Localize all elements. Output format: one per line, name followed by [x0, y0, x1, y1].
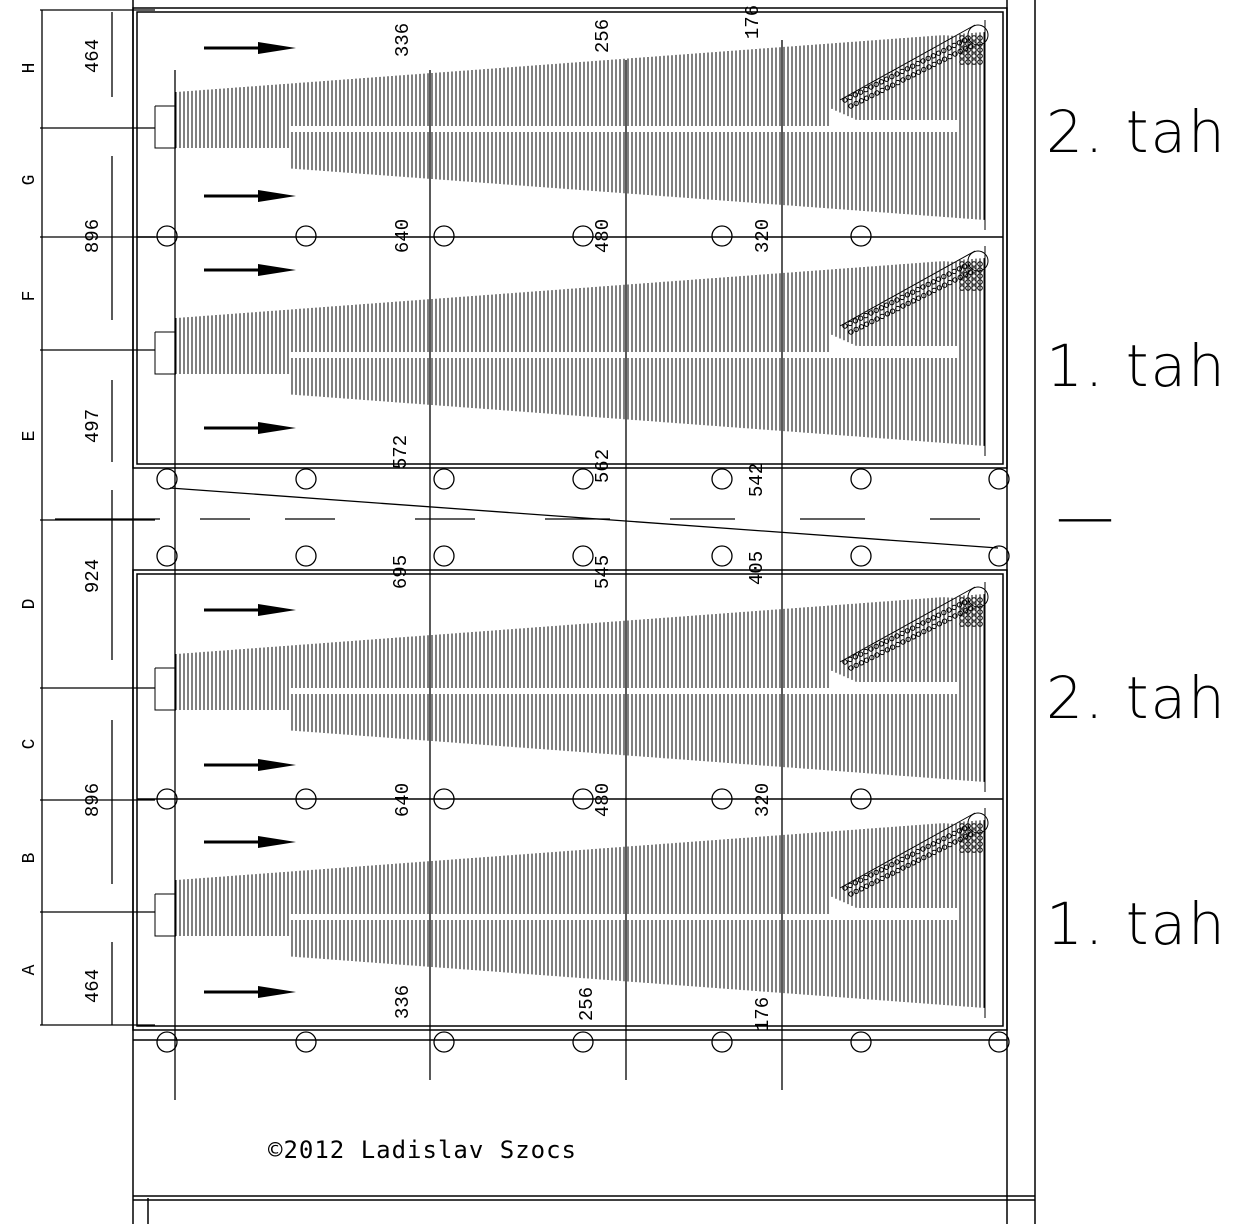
- section-label-b: B: [20, 852, 40, 863]
- support-circle: [433, 788, 455, 810]
- flow-arrow-head: [258, 604, 296, 616]
- flow-arrow-head: [258, 42, 296, 54]
- support-circle: [711, 468, 733, 490]
- dim-bottom-row-3: 176: [752, 997, 774, 1031]
- support-circle: [433, 468, 455, 490]
- support-circle: [433, 1031, 455, 1053]
- pass-label-4: 1. tah: [1046, 890, 1227, 958]
- dim-top-row-2: 256: [592, 19, 614, 53]
- dim-left-lower-pitch: 896: [82, 783, 104, 817]
- tube-bundle-f-e: [154, 246, 989, 456]
- flow-arrow-head: [258, 759, 296, 771]
- dim-left-lower-gap: 924: [82, 559, 104, 593]
- support-circle: [572, 225, 594, 247]
- dim-lower-between-3: 320: [752, 783, 774, 817]
- support-circle: [433, 545, 455, 567]
- dim-upper-center-2: 562: [592, 449, 614, 483]
- support-circle: [572, 545, 594, 567]
- support-circle: [572, 1031, 594, 1053]
- dim-bottom-row-1: 336: [392, 985, 414, 1019]
- support-circle: [711, 788, 733, 810]
- support-circle: [850, 1031, 872, 1053]
- support-circle: [711, 545, 733, 567]
- support-circle: [850, 545, 872, 567]
- support-circle: [850, 788, 872, 810]
- dim-left-upper-pitch: 896: [82, 219, 104, 253]
- section-label-c: C: [20, 738, 40, 749]
- support-circle: [572, 788, 594, 810]
- dim-left-middle-gap: 497: [82, 409, 104, 443]
- flow-arrows: [204, 42, 296, 998]
- support-circle: [295, 468, 317, 490]
- pass-label-1: 2. tah: [1046, 98, 1227, 166]
- support-circle: [156, 545, 178, 567]
- dim-center-lower-1: 695: [390, 555, 412, 589]
- support-circle: [433, 225, 455, 247]
- support-circle: [850, 225, 872, 247]
- flow-arrow-head: [258, 986, 296, 998]
- support-circles: [156, 225, 1010, 1053]
- center-mark: —: [1056, 482, 1116, 550]
- dim-lower-between-1: 640: [392, 783, 414, 817]
- support-circle: [156, 468, 178, 490]
- support-circle: [295, 1031, 317, 1053]
- flow-arrow-head: [258, 264, 296, 276]
- section-label-d: D: [20, 599, 40, 610]
- section-label-a: A: [20, 964, 40, 975]
- copyright-text: ©2012 Ladislav Szocs: [268, 1136, 577, 1164]
- section-label-g: G: [20, 175, 40, 186]
- flow-arrow-head: [258, 836, 296, 848]
- dim-bottom-row-2: 256: [576, 987, 598, 1021]
- flow-arrow-head: [258, 422, 296, 434]
- dim-lower-between-2: 480: [592, 783, 614, 817]
- tube-bundle-h-g: [154, 20, 989, 230]
- flow-arrow-head: [258, 190, 296, 202]
- dim-left-top-gap: 464: [82, 39, 104, 73]
- dim-top-row-3: 176: [742, 5, 764, 39]
- dim-center-lower-2: 545: [592, 555, 614, 589]
- dim-upper-center-1: 572: [390, 435, 412, 469]
- dim-upper-center-3: 542: [746, 463, 768, 497]
- tube-bundles: [154, 20, 989, 1018]
- support-circle: [295, 788, 317, 810]
- pass-label-3: 2. tah: [1046, 664, 1227, 732]
- support-circle: [295, 545, 317, 567]
- section-label-h: H: [20, 63, 40, 74]
- support-circle: [711, 1031, 733, 1053]
- dimension-lines: [40, 9, 783, 1100]
- dim-upper-between-3: 320: [752, 219, 774, 253]
- section-label-f: F: [20, 291, 40, 302]
- support-circle: [711, 225, 733, 247]
- dim-top-row-1: 336: [392, 23, 414, 57]
- dim-upper-between-2: 480: [592, 219, 614, 253]
- dim-upper-between-1: 640: [392, 219, 414, 253]
- support-circle: [572, 468, 594, 490]
- diagonal-tie-line: [169, 487, 999, 549]
- support-circle: [988, 1031, 1010, 1053]
- support-circle: [156, 225, 178, 247]
- support-circle: [156, 1031, 178, 1053]
- support-circle: [156, 788, 178, 810]
- tube-bundle-d-c: [154, 582, 989, 792]
- support-circle: [850, 468, 872, 490]
- support-circle: [295, 225, 317, 247]
- section-label-e: E: [20, 431, 40, 442]
- dim-center-lower-3: 405: [746, 551, 768, 585]
- dim-left-bottom-gap: 464: [82, 969, 104, 1003]
- tube-bundle-b-a: [154, 808, 989, 1018]
- support-circle: [988, 468, 1010, 490]
- pass-label-2: 1. tah: [1046, 332, 1227, 400]
- support-circle: [988, 545, 1010, 567]
